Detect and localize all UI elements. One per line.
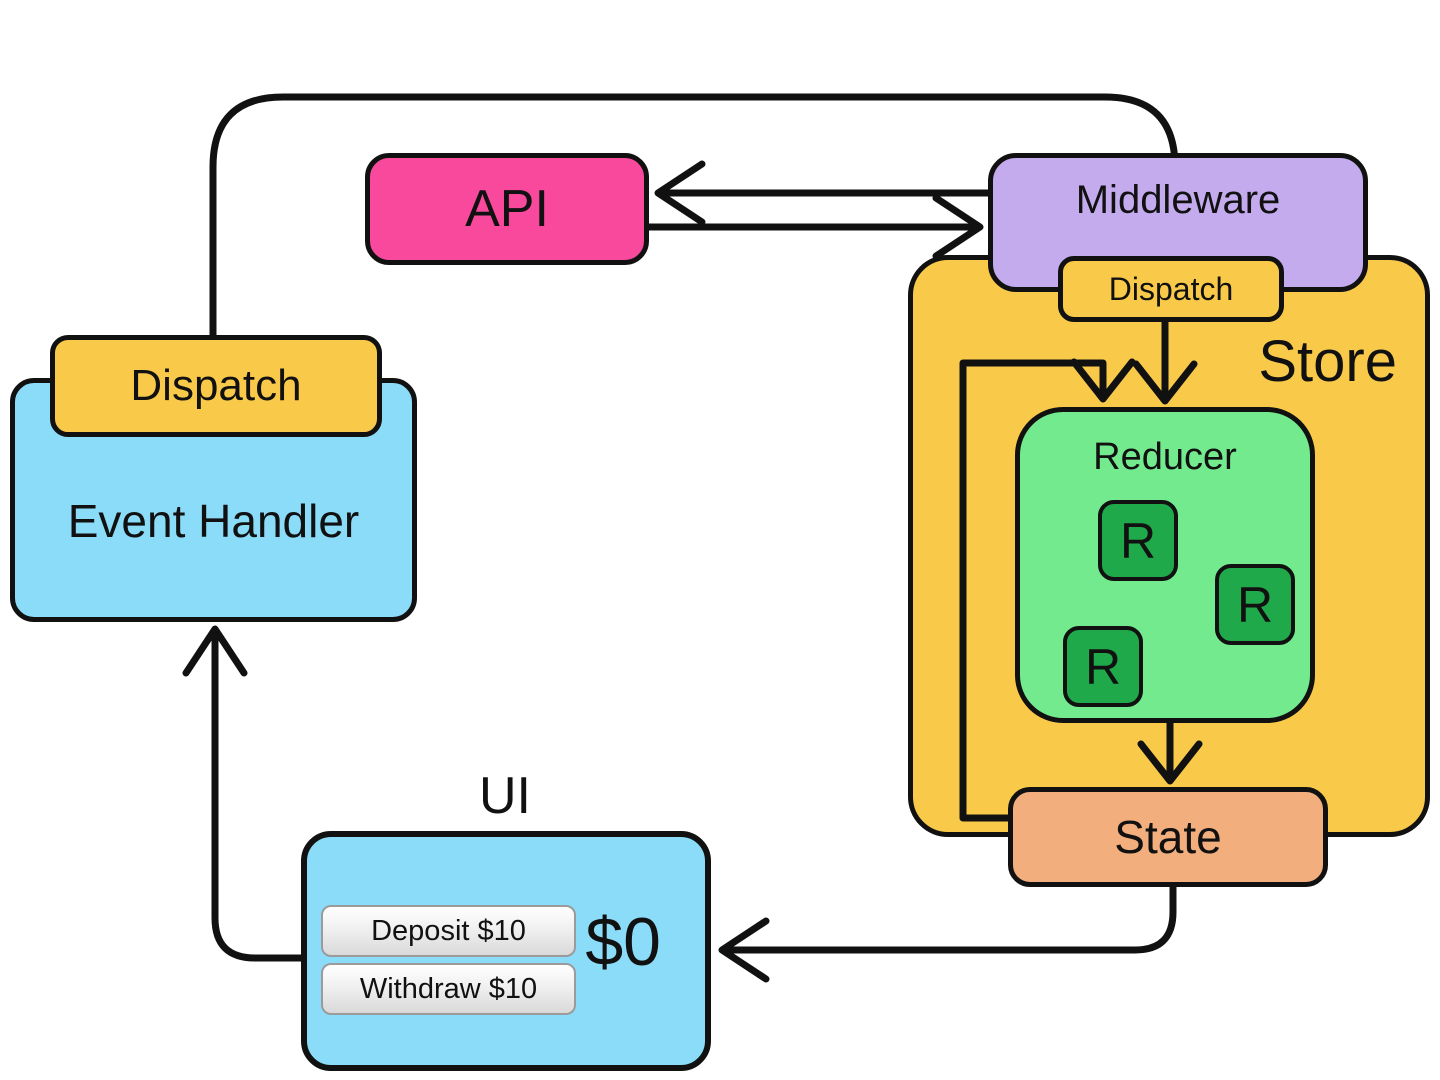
edge-middleware-to-api-arrowhead (654, 160, 706, 226)
edge-state-to-ui-arrowhead (718, 917, 770, 983)
deposit-button[interactable]: Deposit $10 (321, 905, 576, 957)
state-node: State (1008, 787, 1328, 887)
edge-ui-to-event-handler-arrowhead (182, 625, 248, 677)
reducer-item-1-label: R (1119, 512, 1157, 569)
api-node: API (365, 153, 649, 265)
api-label: API (465, 180, 549, 238)
edge-ui-to-event-handler-line (211, 630, 312, 962)
ui-title: UI (479, 767, 531, 825)
event-handler-label: Event Handler (67, 495, 360, 547)
ui-node: Deposit $10 Withdraw $10 $0 (301, 831, 711, 1071)
edge-api-to-middleware-arrowhead (932, 194, 984, 260)
edge-state-to-ui-line (722, 881, 1177, 954)
reducer-item-2-label: R (1236, 576, 1274, 633)
withdraw-button[interactable]: Withdraw $10 (321, 963, 576, 1015)
reducer-item-3-label: R (1084, 638, 1122, 695)
balance-value: $0 (585, 904, 661, 980)
middleware-label: Middleware (1075, 177, 1281, 222)
reducer-node: Reducer R R R (1015, 407, 1315, 723)
store-dispatch-node: Dispatch (1058, 256, 1284, 322)
store-dispatch-label: Dispatch (1108, 270, 1234, 307)
state-label: State (1114, 811, 1222, 863)
reducer-label: Reducer (1093, 436, 1237, 478)
reducer-item-3: R (1063, 626, 1143, 707)
reducer-item-1: R (1098, 500, 1178, 581)
event-dispatch-label: Dispatch (130, 361, 302, 410)
event-dispatch-node: Dispatch (50, 335, 382, 437)
store-title: Store (1258, 329, 1397, 394)
reducer-item-2: R (1215, 564, 1295, 645)
